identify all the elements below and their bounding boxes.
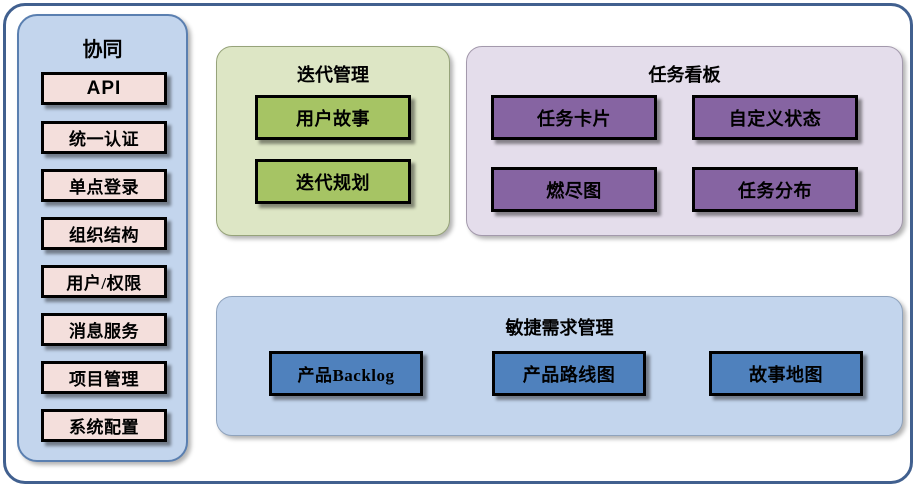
sidebar-item-system-config[interactable]: 系统配置 bbox=[41, 409, 167, 442]
agile-requirement-panel-title: 敏捷需求管理 bbox=[505, 318, 614, 338]
taskboard-item-burndown-chart[interactable]: 燃尽图 bbox=[491, 167, 657, 212]
agile-requirement-panel: 敏捷需求管理 产品Backlog 产品路线图 故事地图 bbox=[216, 296, 903, 436]
taskboard-item-task-distribution[interactable]: 任务分布 bbox=[692, 167, 858, 212]
iteration-item-iteration-planning[interactable]: 迭代规划 bbox=[255, 159, 411, 204]
collaboration-panel-title: 协同 bbox=[82, 39, 123, 61]
task-board-panel: 任务看板 任务卡片 自定义状态 燃尽图 任务分布 bbox=[466, 46, 903, 236]
agile-item-product-roadmap[interactable]: 产品路线图 bbox=[492, 351, 646, 396]
sidebar-item-message-service[interactable]: 消息服务 bbox=[41, 313, 167, 346]
iteration-management-panel-title: 迭代管理 bbox=[297, 65, 369, 85]
iteration-management-panel: 迭代管理 用户故事 迭代规划 bbox=[216, 46, 450, 236]
sidebar-item-project-management[interactable]: 项目管理 bbox=[41, 361, 167, 394]
taskboard-item-custom-status[interactable]: 自定义状态 bbox=[692, 95, 858, 140]
sidebar-item-sso[interactable]: 单点登录 bbox=[41, 169, 167, 202]
agile-item-product-backlog[interactable]: 产品Backlog bbox=[269, 351, 423, 396]
sidebar-item-org-structure[interactable]: 组织结构 bbox=[41, 217, 167, 250]
agile-item-story-map[interactable]: 故事地图 bbox=[709, 351, 863, 396]
collaboration-panel: 协同 API 统一认证 单点登录 组织结构 用户/权限 消息服务 项目管理 系统… bbox=[17, 14, 188, 462]
sidebar-item-api[interactable]: API bbox=[41, 72, 167, 105]
task-board-panel-title: 任务看板 bbox=[648, 65, 721, 85]
sidebar-item-unified-auth[interactable]: 统一认证 bbox=[41, 121, 167, 154]
taskboard-item-task-card[interactable]: 任务卡片 bbox=[491, 95, 657, 140]
iteration-item-user-story[interactable]: 用户故事 bbox=[255, 95, 411, 140]
sidebar-item-user-permission[interactable]: 用户/权限 bbox=[41, 265, 167, 298]
